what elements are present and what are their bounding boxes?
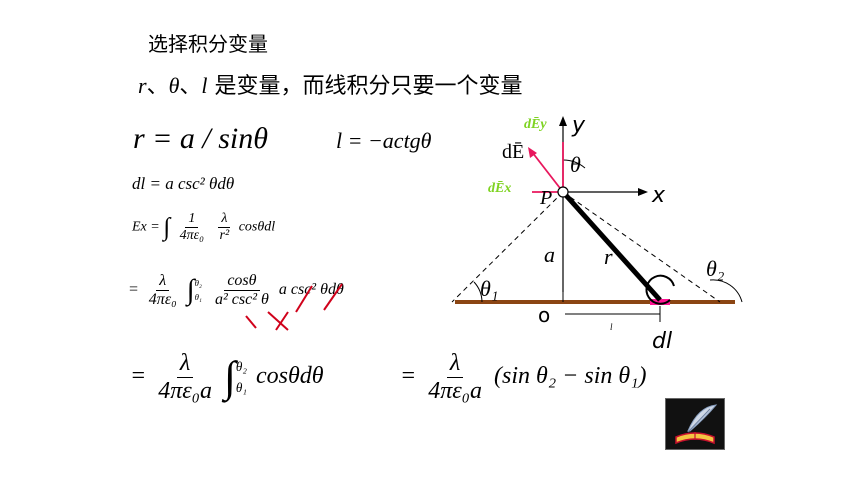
- label-x: x: [651, 183, 666, 208]
- label-theta1: θ₁: [480, 276, 498, 301]
- label-P: P: [539, 187, 552, 209]
- label-theta2: θ₂: [706, 256, 725, 281]
- point-P: [557, 186, 569, 198]
- label-r: r: [604, 244, 613, 269]
- slide-title: 选择积分变量: [148, 32, 268, 56]
- radius-r: [561, 190, 662, 302]
- vector-dE: [531, 151, 564, 193]
- label-theta: θ: [570, 152, 581, 177]
- label-o: o: [538, 303, 550, 327]
- eq-l-relation: l = −actgθ: [336, 128, 432, 153]
- label-y: y: [571, 113, 586, 138]
- label-dEx: dĒx: [488, 180, 511, 196]
- var-theta: θ: [168, 73, 180, 98]
- label-dEy: dĒy: [524, 116, 547, 132]
- label-a: a: [544, 242, 555, 267]
- quill-book-icon[interactable]: [665, 398, 725, 450]
- subtitle-text: 是变量，而线积分只要一个变量: [214, 74, 523, 99]
- var-l: l: [201, 73, 208, 98]
- theta1-arc: [473, 281, 483, 303]
- cancel-strokes: [245, 283, 343, 331]
- label-l: l: [610, 322, 613, 332]
- eq-dl-relation: dl = a csc² θdθ: [132, 174, 235, 193]
- theta2-arc: [709, 279, 743, 303]
- dashed-right: [562, 191, 721, 303]
- var-r: r: [138, 73, 147, 98]
- eq-r-relation: r = a / sinθ: [133, 122, 268, 155]
- label-dE: dĒ: [502, 141, 524, 163]
- slide-subtitle: r、θ、l 是变量，而线积分只要一个变量: [138, 73, 523, 99]
- dashed-left: [451, 191, 564, 303]
- label-dl: dl: [652, 329, 672, 354]
- theta-at-dl: [645, 274, 675, 305]
- geometry-diagram: dĒy dĒ dĒx y x P θ a r θ₁ θ₂ o l dl: [451, 113, 743, 354]
